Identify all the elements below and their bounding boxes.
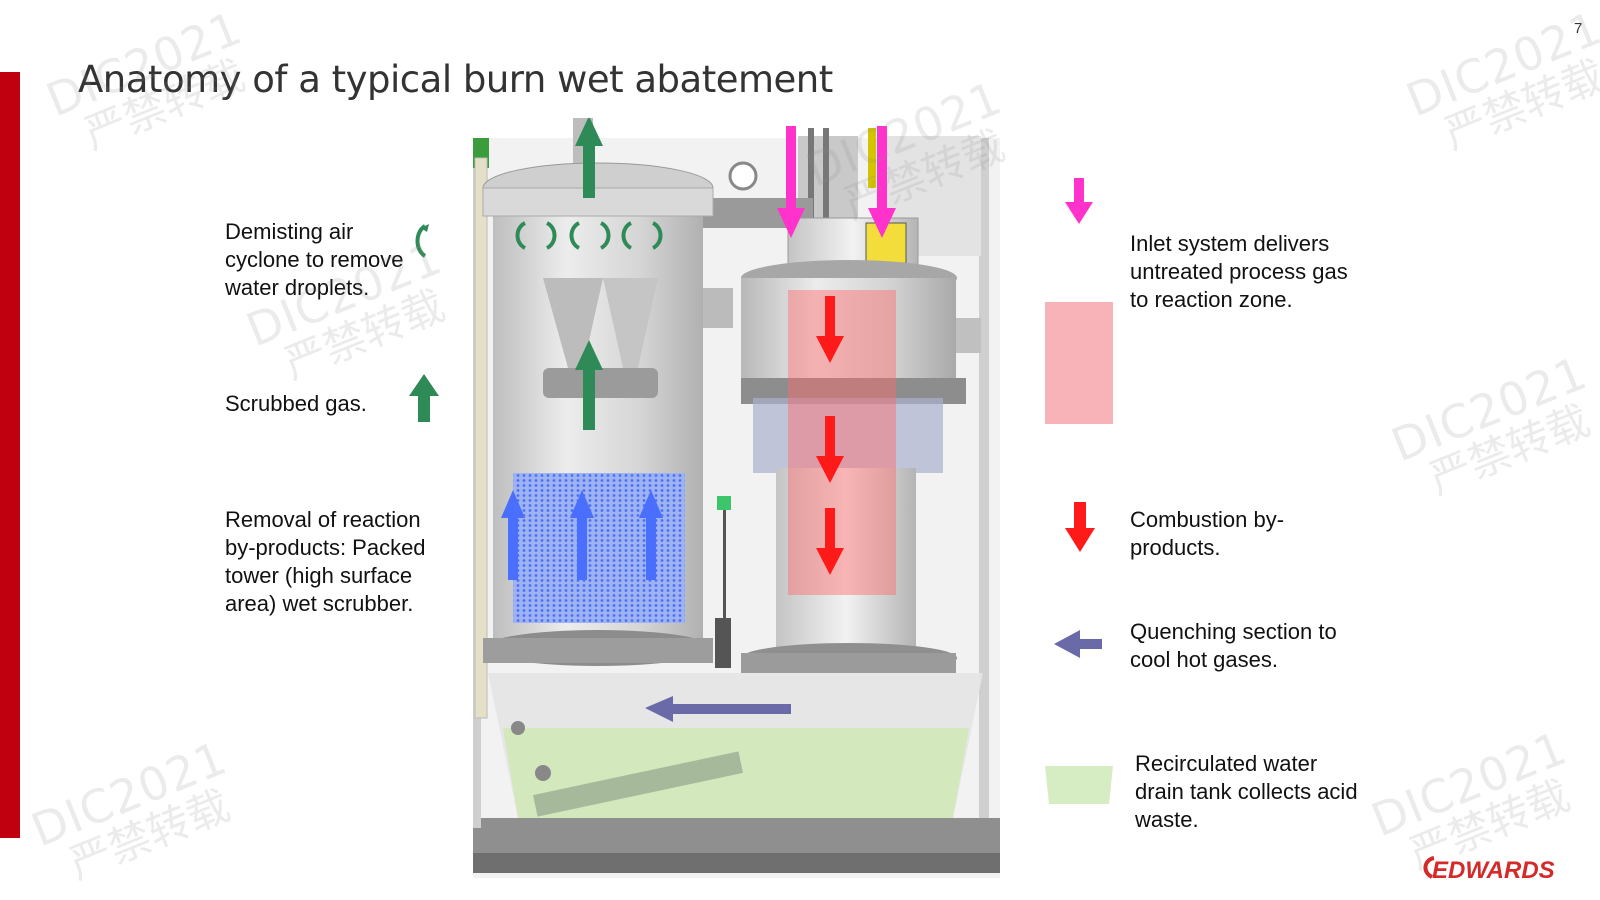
combustion-arrow-icon (1065, 502, 1095, 552)
reaction-zone-swatch (1045, 302, 1113, 424)
label-recirculated: Recirculated water drain tank collects a… (1135, 751, 1358, 832)
cyclone-swirl-icon (415, 224, 429, 258)
quench-arrow-icon (1054, 630, 1102, 658)
accent-bar (0, 72, 20, 838)
label-inlet: Inlet system delivers untreated process … (1130, 231, 1348, 312)
label-removal: Removal of reaction by-products: Packed … (225, 507, 426, 616)
page-number: 7 (1574, 20, 1583, 37)
scrubbed-gas-arrow-icon (409, 374, 439, 422)
slide-title: Anatomy of a typical burn wet abatement (78, 58, 833, 101)
abatement-unit-illustration (473, 118, 1000, 878)
logo-text: EDWARDS (1432, 857, 1555, 884)
drain-tank-swatch (1045, 766, 1113, 804)
label-scrubbed-gas: Scrubbed gas. (225, 391, 367, 416)
label-quenching: Quenching section to cool hot gases. (1130, 619, 1337, 672)
label-combustion: Combustion by-products. (1130, 507, 1285, 560)
label-demisting: Demisting air cyclone to remove water dr… (225, 219, 404, 300)
inlet-arrow-icon (1065, 178, 1093, 224)
edwards-logo: EDWARDS (1423, 856, 1555, 884)
